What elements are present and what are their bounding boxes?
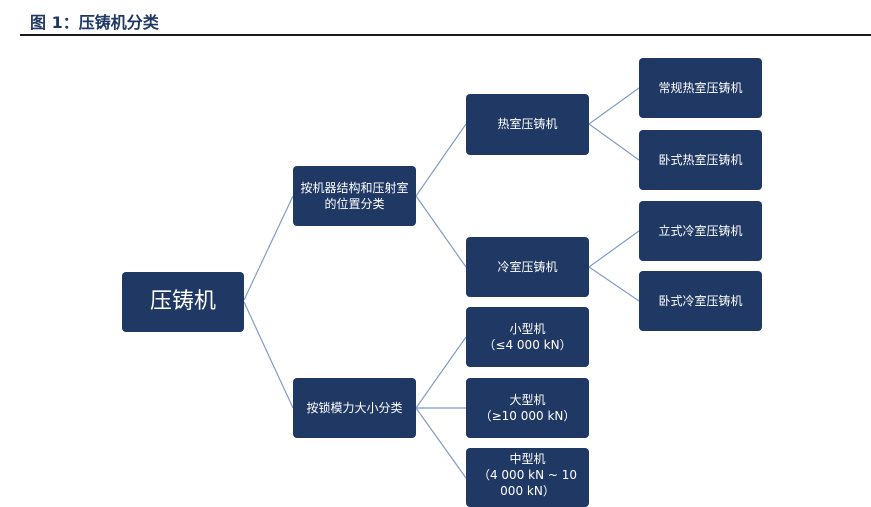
title-rule (20, 34, 871, 36)
structure-branch-label: 按机器结构和压射室的位置分类 (300, 180, 409, 211)
cold-chamber-node: 冷室压铸机 (466, 237, 589, 297)
connector-hot-conventional (588, 87, 640, 125)
vertical-cold-label: 立式冷室压铸机 (658, 223, 743, 238)
connector-structure-cold (415, 195, 467, 268)
connector-force-medium (415, 407, 467, 479)
large-machine-range: （≥10 000 kN） (479, 409, 576, 423)
connector-root-force (243, 301, 294, 409)
conventional-hot-label: 常规热室压铸机 (658, 80, 743, 95)
connector-cold-horizontal (588, 266, 640, 302)
large-machine-label: 大型机 (509, 392, 546, 407)
figure-title: 图 1：压铸机分类 (30, 13, 159, 32)
root-node: 压铸机 (122, 272, 244, 332)
horizontal-hot-node: 卧式热室压铸机 (639, 130, 762, 190)
force-branch-node: 按锁模力大小分类 (293, 378, 416, 438)
connector-force-small (415, 336, 467, 409)
cold-chamber-label: 冷室压铸机 (497, 259, 558, 274)
hot-chamber-node: 热室压铸机 (466, 94, 589, 155)
small-machine-label: 小型机 (509, 321, 546, 336)
large-machine-node: 大型机 （≥10 000 kN） (466, 378, 589, 438)
connector-root-structure (243, 195, 294, 301)
root-label: 压铸机 (149, 289, 216, 315)
horizontal-cold-node: 卧式冷室压铸机 (639, 271, 762, 331)
connector-hot-horizontal (588, 123, 640, 161)
medium-machine-label: 中型机 (509, 452, 546, 466)
small-machine-range: （≤4 000 kN） (483, 338, 572, 352)
structure-branch-node: 按机器结构和压射室的位置分类 (293, 166, 416, 226)
horizontal-hot-label: 卧式热室压铸机 (658, 152, 743, 167)
medium-machine-node: 中型机 （4 000 kN ~ 10 000 kN） (466, 448, 589, 507)
horizontal-cold-label: 卧式冷室压铸机 (658, 293, 743, 308)
conventional-hot-node: 常规热室压铸机 (639, 58, 762, 118)
connector-cold-vertical (588, 230, 640, 268)
vertical-cold-node: 立式冷室压铸机 (639, 201, 762, 261)
connector-structure-hot (415, 123, 467, 197)
small-machine-node: 小型机 （≤4 000 kN） (466, 307, 589, 367)
hot-chamber-label: 热室压铸机 (497, 117, 558, 132)
force-branch-label: 按锁模力大小分类 (306, 400, 403, 415)
medium-machine-range: （4 000 kN ~ 10 000 kN） (477, 468, 578, 499)
